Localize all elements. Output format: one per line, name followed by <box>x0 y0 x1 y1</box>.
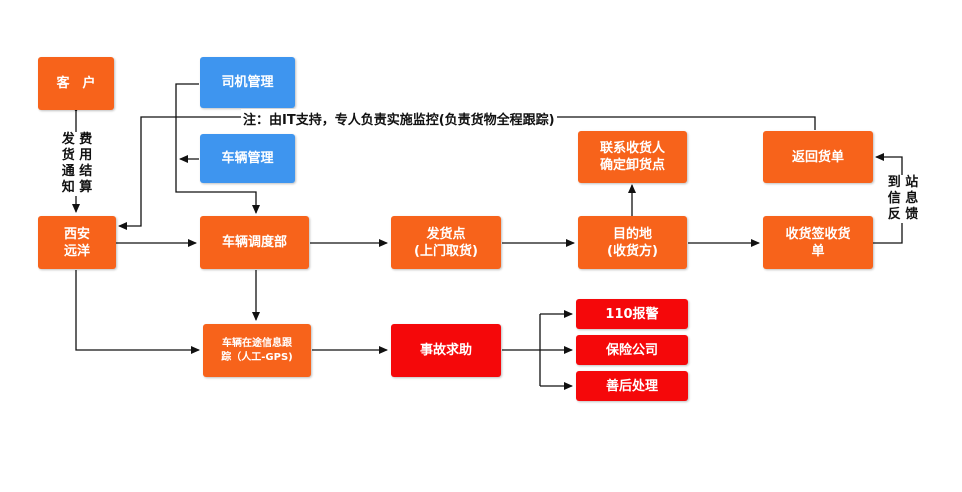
driver-management-node: 司机管理 <box>200 57 295 108</box>
police-110-node: 110报警 <box>576 299 688 329</box>
destination-node: 目的地 (收货方) <box>578 216 687 269</box>
vehicle-management-node: 车辆管理 <box>200 134 295 183</box>
xian-node: 西安 远洋 <box>38 216 116 269</box>
sign-receipt-node: 收货签收货 单 <box>763 216 873 269</box>
aftermath-node: 善后处理 <box>576 371 688 401</box>
dispatch-node: 车辆调度部 <box>200 216 309 269</box>
return-waybill-node: 返回货单 <box>763 131 873 183</box>
station-feedback-label: 到 站 信 息 反 馈 <box>886 175 920 223</box>
contact-receiver-node: 联系收货人 确定卸货点 <box>578 131 687 183</box>
insurance-node: 保险公司 <box>576 335 688 365</box>
monitoring-note: 注：由IT支持，专人负责实施监控(负责货物全程跟踪) <box>241 109 557 128</box>
tracking-node: 车辆在途信息跟 踪（人工-GPS) <box>203 324 311 377</box>
driver-dispatch-arrow <box>175 83 260 214</box>
customer-xian-label: 发 费 货 用 通 结 知 算 <box>60 132 94 196</box>
shipping-point-node: 发货点 (上门取货) <box>391 216 501 269</box>
note-xian-arrow <box>118 116 816 230</box>
xian-tracking-arrow <box>75 270 200 354</box>
accident-help-node: 事故求助 <box>391 324 501 377</box>
customer-node: 客 户 <box>38 57 114 110</box>
